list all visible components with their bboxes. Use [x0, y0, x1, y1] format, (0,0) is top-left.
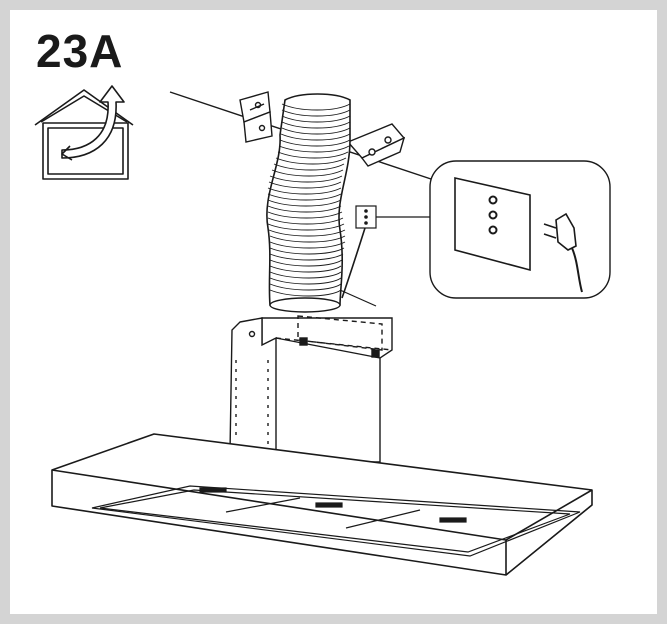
chimney-cover — [229, 315, 393, 463]
power-cable — [339, 227, 377, 307]
mounting-bracket-right — [346, 123, 406, 167]
mounting-bracket-left — [239, 91, 273, 143]
step-number: 23A — [36, 25, 124, 77]
detail-callout — [429, 160, 611, 299]
grease-filters — [91, 485, 581, 557]
flexible-duct — [266, 93, 351, 313]
wall-socket-icon — [454, 176, 531, 272]
house-ducted-exhaust-icon — [34, 85, 134, 180]
plug-icon — [543, 212, 583, 293]
wall-socket-small — [355, 205, 377, 229]
